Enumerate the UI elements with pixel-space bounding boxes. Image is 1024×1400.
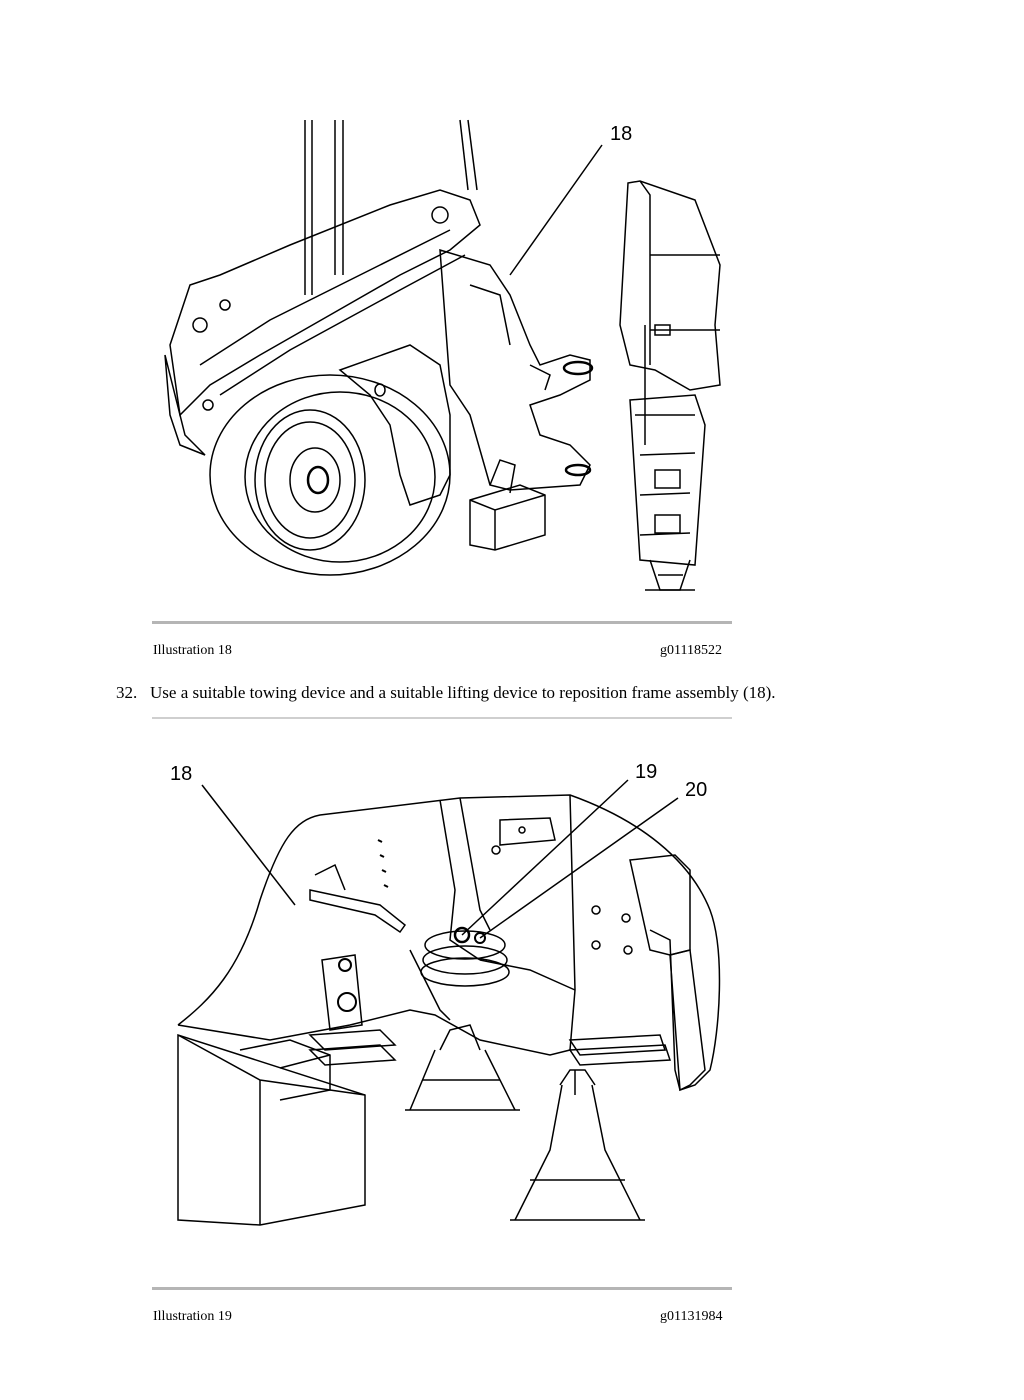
illustration-18-rule <box>152 621 732 624</box>
illustration-19-id: g01131984 <box>660 1309 723 1324</box>
illustration-18-callout-18: 18 <box>610 123 632 145</box>
step-text: Use a suitable towing device and a suita… <box>150 683 776 702</box>
illustration-18-drawing: 18 <box>164 119 721 591</box>
step-number: 32. <box>116 683 138 702</box>
illustration-19-rule <box>152 1287 732 1290</box>
illustration-19-drawing: 18 19 20 <box>170 761 721 1226</box>
illustration-19-callout-18: 18 <box>170 763 192 785</box>
illustration-19: 18 19 20 <box>150 750 740 1240</box>
illustration-18-id: g01118522 <box>660 643 722 658</box>
step-rule <box>152 717 732 719</box>
illustration-19-callout-20: 20 <box>685 779 707 801</box>
illustration-18-label: Illustration 18 <box>153 643 232 658</box>
illustration-19-label: Illustration 19 <box>153 1309 232 1324</box>
illustration-18: 18 <box>150 115 740 605</box>
step-32: 32. Use a suitable towing device and a su… <box>116 683 776 703</box>
illustration-19-callout-19: 19 <box>635 761 657 783</box>
